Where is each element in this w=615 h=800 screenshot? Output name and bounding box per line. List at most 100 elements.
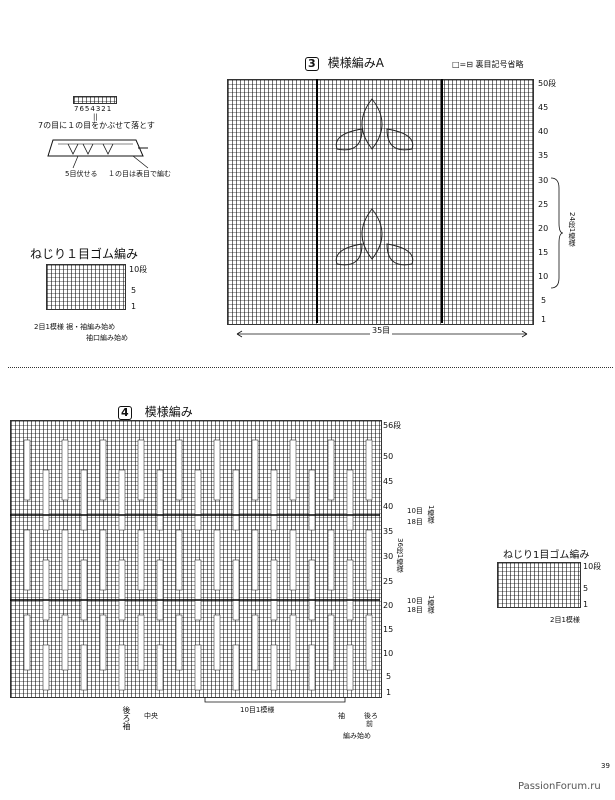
cable-column <box>308 644 316 691</box>
cable-column <box>156 559 164 621</box>
left-note: 5目伏せる <box>65 170 98 178</box>
cable-column <box>232 644 240 691</box>
bind-off-diagram: 7654321 || 7の目に１の目をかぶせて落とす 5目伏せる １の目は表目で… <box>38 96 183 181</box>
cable-column <box>99 614 107 671</box>
cable-column <box>213 529 221 591</box>
section-divider <box>8 367 613 368</box>
pattern-a-title: 模様編みA <box>327 56 384 70</box>
pattern-4-note-10-2: 10目 <box>407 597 423 605</box>
cable-column <box>42 644 50 691</box>
pattern-4-row-1: 1 <box>386 688 392 697</box>
pattern-a-repeat-brace <box>550 177 564 289</box>
bind-off-shape <box>47 139 149 169</box>
cable-column <box>308 469 316 531</box>
cable-column <box>251 439 259 501</box>
pattern-a-motifs <box>316 79 443 323</box>
cable-column <box>23 529 31 591</box>
cable-column <box>327 529 335 591</box>
rib-chart-2-title: ねじり1目ゴム編み <box>503 550 590 561</box>
pattern-a-grid <box>227 79 534 325</box>
cable-column <box>270 469 278 531</box>
pattern-a-repeat-note: 24段1模様 <box>568 212 576 247</box>
cable-column <box>61 614 69 671</box>
cable-column <box>365 614 373 671</box>
rib-chart-1-row-1: 1 <box>131 302 137 311</box>
cable-column <box>270 644 278 691</box>
pattern-4-row-45: 45 <box>383 477 394 486</box>
pattern-4-repeat: 10目1模様 <box>240 706 275 714</box>
pattern-4-row-20: 20 <box>383 601 394 610</box>
pattern-4-back: 後ろ <box>364 712 378 720</box>
cable-column <box>156 644 164 691</box>
right-note: １の目は表目で編む <box>108 170 171 178</box>
cable-column <box>194 644 202 691</box>
cable-column <box>289 529 297 591</box>
pattern-a-row-25: 25 <box>538 200 549 209</box>
cable-column <box>346 559 354 621</box>
pattern-4-row-40: 40 <box>383 502 394 511</box>
stitch-numbers: 7654321 <box>74 105 113 113</box>
cable-column <box>137 439 145 501</box>
cable-column <box>365 439 373 501</box>
cable-column <box>308 559 316 621</box>
cable-column <box>175 529 183 591</box>
pattern-4-center: 中央 <box>144 712 158 720</box>
pattern-4-row-35: 35 <box>383 527 394 536</box>
pattern-4-row-10: 10 <box>383 649 394 658</box>
pattern-4-row-56: 56段 <box>383 421 402 430</box>
pattern-4-start: 編み始め <box>343 732 371 740</box>
pattern-a-legend: □=⊟ 裏目記号省略 <box>452 60 524 69</box>
equals-mark: || <box>93 113 98 121</box>
cable-column <box>99 529 107 591</box>
cable-column <box>42 559 50 621</box>
pattern-4-row-50: 50 <box>383 452 394 461</box>
pattern-4-row-5: 5 <box>386 672 392 681</box>
cable-column <box>327 614 335 671</box>
cable-column <box>251 614 259 671</box>
cable-column <box>156 469 164 531</box>
cable-column <box>365 529 373 591</box>
pattern-a-row-15: 15 <box>538 248 549 257</box>
pattern-a-header: 3 模様編みA <box>305 52 384 71</box>
cable-column <box>175 439 183 501</box>
cable-column <box>213 614 221 671</box>
rib-chart-2-row-1: 1 <box>583 600 589 609</box>
rib-chart-1-grid <box>46 264 126 310</box>
rib-chart-1-title: ねじり１目ゴム編み <box>30 247 139 261</box>
cable-column <box>270 559 278 621</box>
pattern-4-sleeve: 袖 <box>338 712 345 720</box>
pattern-4-title: 模様編み <box>144 405 193 419</box>
cable-column <box>80 469 88 531</box>
cable-column <box>289 439 297 501</box>
pattern-4-header: 4 模様編み <box>118 401 193 420</box>
bind-off-note: 7の目に１の目をかぶせて落とす <box>38 121 155 130</box>
pattern-a-row-5: 5 <box>541 296 547 305</box>
cable-column <box>137 614 145 671</box>
pattern-4-front: 前 <box>366 720 373 728</box>
pattern-a-row-10: 10 <box>538 272 549 281</box>
rib-chart-2-grid <box>497 562 581 608</box>
pattern-4-repeat-bracket <box>204 697 346 703</box>
bind-off-mini-grid <box>73 96 117 104</box>
pattern-4-note-repeat-1: 1模様 <box>427 505 435 524</box>
pattern-4-row-30: 30 <box>383 552 394 561</box>
rib-chart-2-note: 2目1模様 <box>550 616 580 624</box>
cable-column <box>61 439 69 501</box>
watermark: PassionForum.ru <box>518 781 601 792</box>
pattern-a-width-note: 35目 <box>370 326 393 335</box>
cable-column <box>194 559 202 621</box>
cable-column <box>346 644 354 691</box>
cable-column <box>251 529 259 591</box>
cable-column <box>80 559 88 621</box>
rib-chart-2-row-10: 10段 <box>583 562 602 571</box>
pattern-4-left-label: 後ろ袖 <box>122 706 131 730</box>
pattern-4-columns <box>10 439 380 691</box>
cable-column <box>80 644 88 691</box>
cable-column <box>232 559 240 621</box>
pattern-a-row-50: 50段 <box>538 79 557 88</box>
pattern-a-row-40: 40 <box>538 127 549 136</box>
cable-column <box>99 439 107 501</box>
pattern-4-row-15: 15 <box>383 625 394 634</box>
pattern-4-note-18-2: 18目 <box>407 606 423 614</box>
pattern-4-row-25: 25 <box>383 577 394 586</box>
